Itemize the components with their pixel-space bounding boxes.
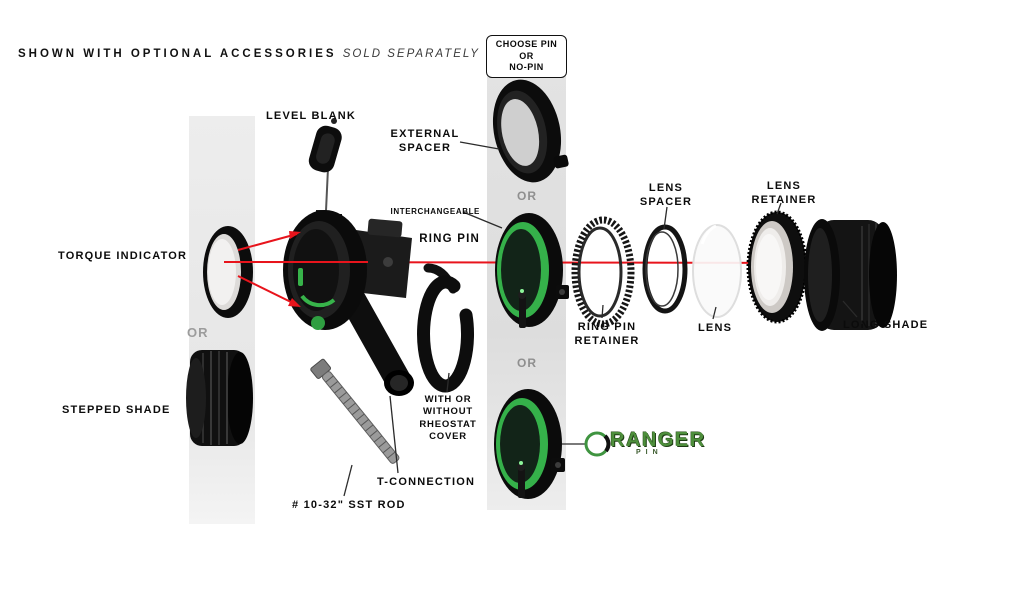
label-interchangeable-line2: RING PIN	[419, 232, 480, 245]
torque-pointer-arrows	[224, 231, 368, 307]
background-strip-left	[189, 116, 255, 524]
stepped-shade-part	[186, 350, 253, 446]
label-stepped-shade: STEPPED SHADE	[62, 404, 171, 416]
label-interchangeable-line1: INTERCHANGEABLE	[390, 207, 480, 217]
brand-name: RANGER	[610, 429, 706, 451]
label-rheostat-cover: WITH OR WITHOUT RHEOSTAT COVER	[419, 394, 477, 443]
pin-ring-green-alt-part	[494, 389, 565, 499]
lens-retainer-part	[746, 210, 808, 324]
choose-pin-callout: CHOOSE PIN OR NO-PIN	[486, 35, 567, 79]
brand-logo: RANGER PIN	[610, 429, 706, 456]
long-shade-part	[804, 219, 897, 331]
torque-indicator-part	[203, 226, 253, 318]
label-ring-pin-retainer: RING PIN RETAINER	[574, 321, 640, 348]
or-divider-center-top: OR	[517, 189, 537, 203]
lens-spacer-part	[642, 224, 688, 314]
brand-ring-icon	[584, 431, 611, 457]
label-interchangeable-ring-pin: INTERCHANGEABLE RING PIN	[390, 193, 480, 261]
header-disclaimer-bold: SHOWN WITH OPTIONAL ACCESSORIES	[18, 48, 337, 60]
label-lens: LENS	[698, 322, 733, 334]
sight-housing-part	[283, 210, 414, 396]
header-disclaimer: SHOWN WITH OPTIONAL ACCESSORIES SOLD SEP…	[18, 48, 480, 60]
label-t-connection: T-CONNECTION	[377, 476, 476, 488]
brand-subtitle: PIN	[636, 449, 663, 456]
pin-ring-green-part	[495, 213, 569, 328]
label-external-spacer: EXTERNAL SPACER	[390, 128, 460, 155]
or-divider-center-bottom: OR	[517, 356, 537, 370]
label-lens-retainer: LENS RETAINER	[751, 180, 817, 207]
label-lens-spacer: LENS SPACER	[639, 182, 693, 209]
ring-pin-retainer-part	[571, 216, 635, 328]
pin-ring-nopin-part	[492, 79, 569, 183]
or-divider-left: OR	[187, 325, 209, 340]
level-blank-part	[308, 118, 342, 233]
rheostat-cover-part	[417, 263, 475, 393]
label-torque-indicator: TORQUE INDICATOR	[58, 250, 188, 262]
label-level-blank: LEVEL BLANK	[266, 110, 357, 122]
label-sst-rod: # 10-32" SST ROD	[292, 499, 406, 511]
label-connector-lines	[343, 141, 858, 497]
header-disclaimer-italic: SOLD SEPARATELY	[342, 48, 480, 60]
lens-part	[692, 224, 742, 318]
label-long-shade: LONG SHADE	[843, 319, 929, 331]
